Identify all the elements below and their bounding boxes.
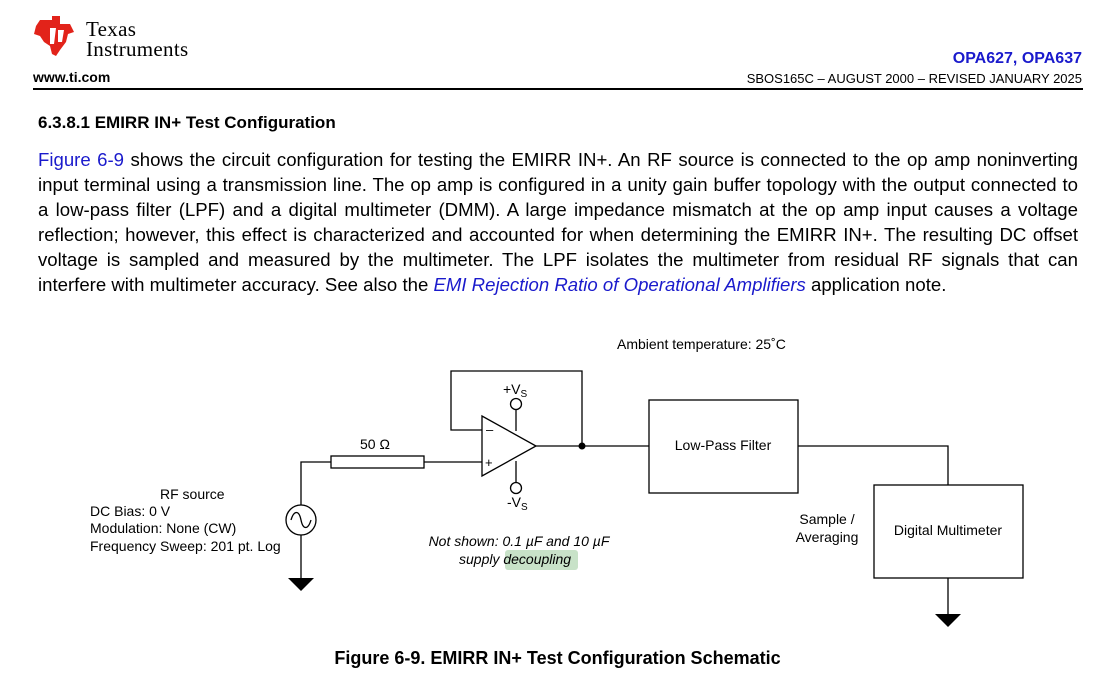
- vminus-terminal: [509, 481, 523, 495]
- logo-line2: Instruments: [86, 37, 189, 61]
- website-link[interactable]: www.ti.com: [33, 69, 111, 85]
- ground-icon-left: [288, 578, 314, 591]
- output-junction: [578, 442, 586, 450]
- section-title: 6.3.8.1 EMIRR IN+ Test Configuration: [38, 113, 336, 132]
- rf-dc-bias: DC Bias: 0 V: [90, 503, 171, 519]
- rf-source-title: RF source: [160, 486, 225, 502]
- schematic-diagram: Ambient temperature: 25˚C 50 Ω +VS -VS –…: [90, 336, 1024, 627]
- resistor-label: 50 Ω: [360, 436, 390, 452]
- sample-label-1: Sample /: [799, 511, 854, 527]
- vminus-label: -VS: [507, 494, 528, 513]
- lpf-to-dmm-wire: [798, 445, 949, 485]
- paragraph-text-2: application note.: [805, 274, 947, 295]
- rf-sweep: Frequency Sweep: 201 pt. Log: [90, 538, 281, 554]
- lpf-box: [648, 399, 799, 494]
- dmm-label: Digital Multimeter: [894, 522, 1002, 538]
- body-paragraph: Figure 6-9 shows the circuit configurati…: [38, 147, 1078, 297]
- resistor-symbol: [330, 455, 425, 469]
- figure-link[interactable]: Figure 6-9: [38, 149, 125, 170]
- header-rule: [33, 88, 1083, 90]
- figure-caption: Figure 6-9. EMIRR IN+ Test Configuration…: [334, 648, 781, 668]
- lpf-label: Low-Pass Filter: [675, 437, 772, 453]
- ti-logo-text: Texas Instruments: [86, 17, 189, 61]
- ambient-label: Ambient temperature: 25˚C: [617, 336, 786, 352]
- note-line-1: Not shown: 0.1 µF and 10 µF: [429, 533, 611, 549]
- input-wire-left: [300, 461, 331, 505]
- logo-line1: Texas: [86, 17, 137, 41]
- ti-logo-icon: [34, 16, 74, 56]
- document-id: SBOS165C – AUGUST 2000 – REVISED JANUARY…: [746, 71, 1082, 86]
- rf-modulation: Modulation: None (CW): [90, 520, 236, 536]
- app-note-link[interactable]: EMI Rejection Ratio of Operational Ampli…: [433, 274, 806, 295]
- sample-label-2: Averaging: [796, 529, 859, 545]
- note-line-2: supply decoupling: [459, 551, 571, 567]
- op-amp-symbol: [481, 414, 538, 478]
- paragraph-text-1: shows the circuit configuration for test…: [38, 149, 1078, 295]
- inverting-sign: –: [486, 422, 494, 437]
- part-numbers: OPA627, OPA637: [952, 50, 1082, 67]
- highlight-mark: [505, 550, 578, 570]
- noninverting-sign: +: [485, 455, 493, 470]
- sine-icon: [290, 511, 312, 529]
- vplus-terminal: [509, 397, 523, 411]
- ground-icon-right: [935, 614, 961, 627]
- vplus-label: +VS: [503, 381, 528, 400]
- feedback-wire: [450, 370, 583, 446]
